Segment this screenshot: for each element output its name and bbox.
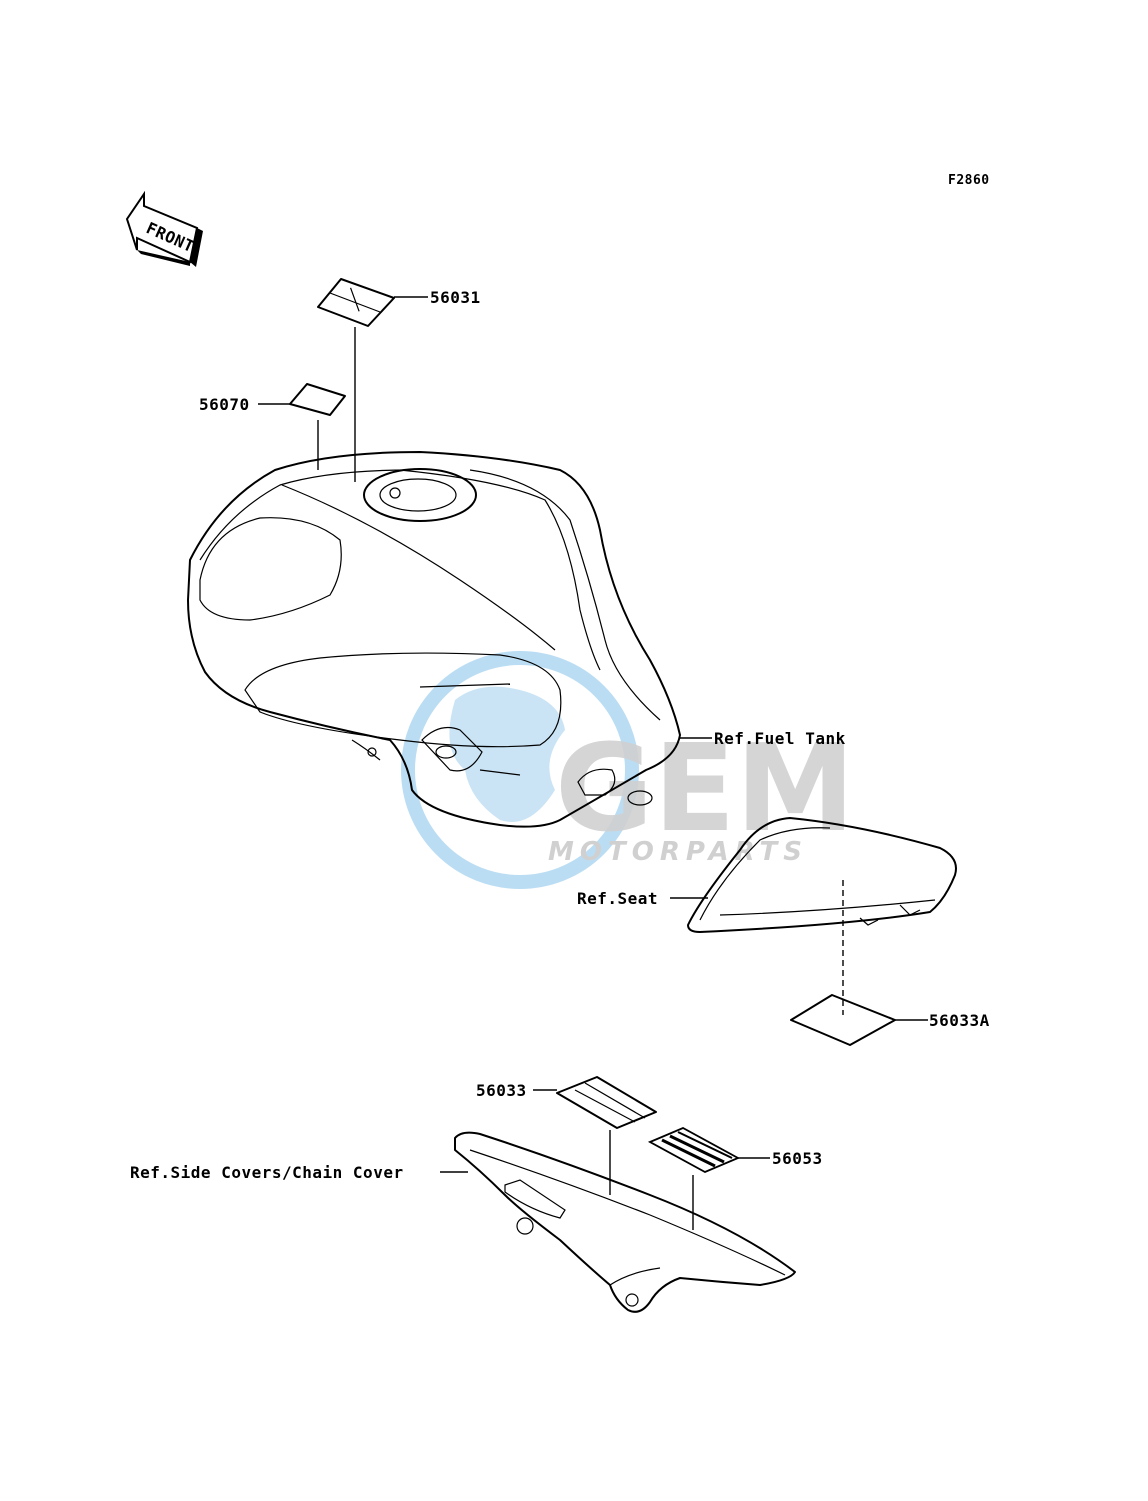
decal-56031: [317, 278, 395, 327]
ref-fuel-tank: Ref.Fuel Tank: [714, 729, 846, 748]
callout-56033A: 56033A: [929, 1011, 990, 1030]
decal-56033: [556, 1076, 657, 1129]
ref-seat: Ref.Seat: [577, 889, 658, 908]
callout-56053: 56053: [772, 1149, 823, 1168]
fuel-tank: [187, 451, 681, 828]
seat: [687, 817, 957, 933]
figure-code: F2860: [948, 173, 990, 188]
decal-56070: [289, 383, 346, 416]
watermark-brand: GEM: [555, 720, 855, 859]
ref-side-covers: Ref.Side Covers/Chain Cover: [130, 1163, 404, 1182]
callout-56070: 56070: [199, 395, 250, 414]
decal-56053: [647, 1127, 741, 1173]
watermark: GEM MOTORPARTS: [401, 651, 855, 889]
watermark-sub: MOTORPARTS: [548, 837, 808, 867]
front-arrow-icon: FRONT: [125, 190, 203, 267]
callout-56033: 56033: [476, 1081, 527, 1100]
chain-cover: [454, 1131, 796, 1313]
callout-56031: 56031: [430, 288, 481, 307]
